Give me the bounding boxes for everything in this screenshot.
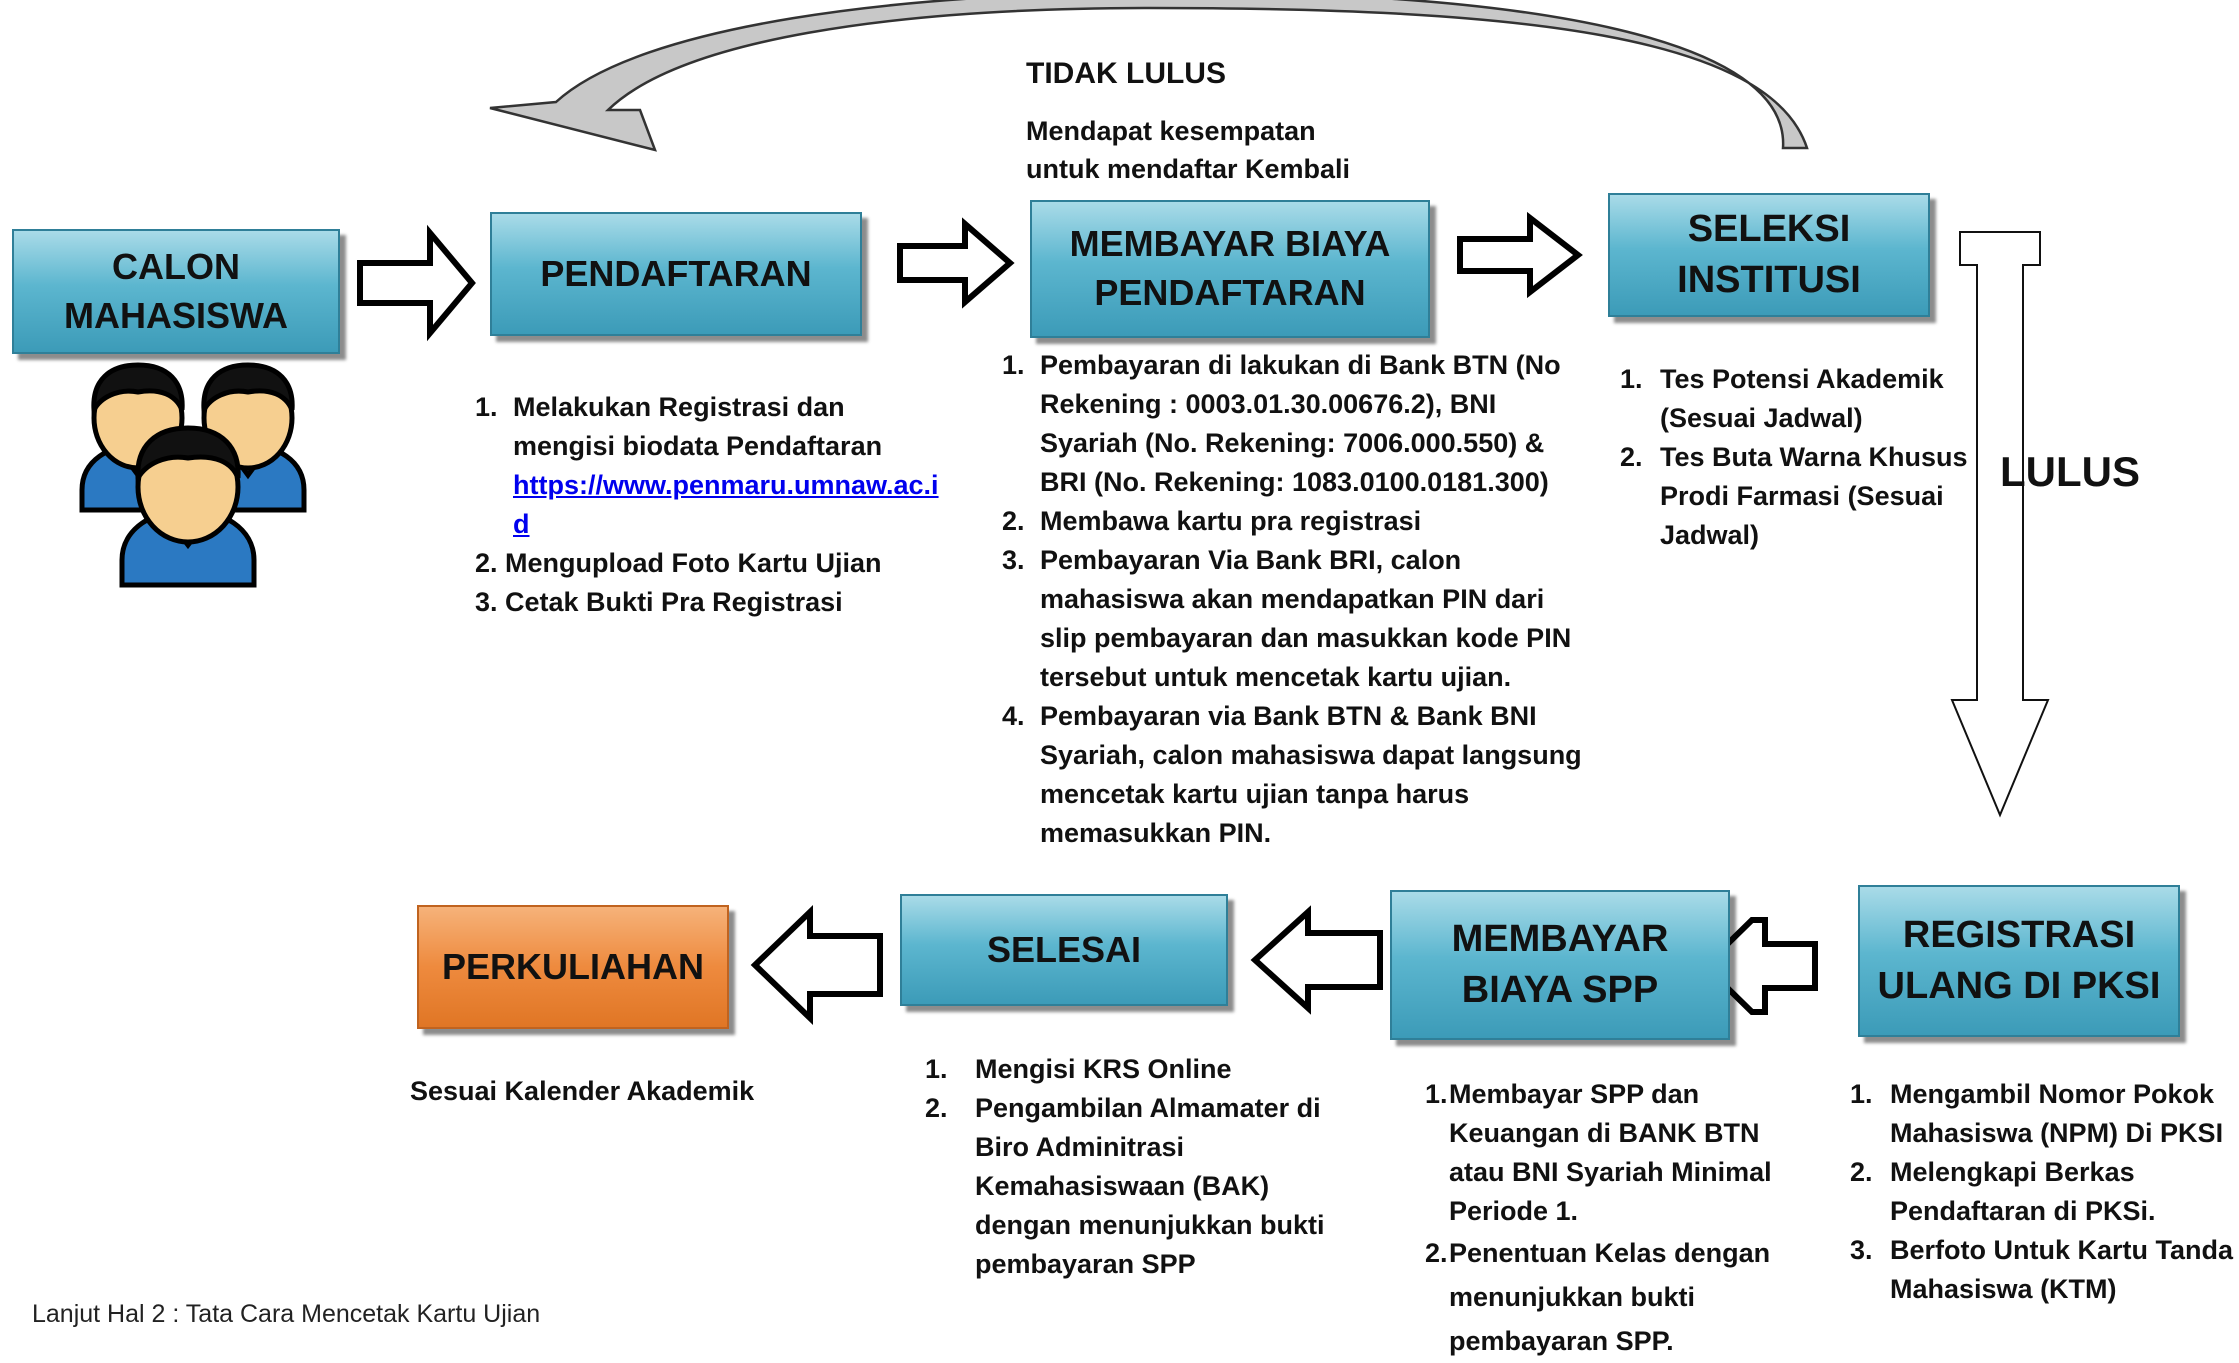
pendaftaran-step2: 2. Mengupload Foto Kartu Ujian — [475, 548, 882, 578]
box-perkuliahan: PERKULIAHAN — [417, 905, 729, 1029]
arrow-selesai-to-perkuliahan — [750, 904, 883, 1026]
box-membayar-biaya-spp: MEMBAYAR BIAYA SPP — [1390, 890, 1730, 1040]
registrasi-step: 1.Mengambil Nomor Pokok Mahasiswa (NPM) … — [1850, 1079, 2224, 1148]
box-membayar-biaya-pendaftaran: MEMBAYAR BIAYA PENDAFTARAN — [1030, 200, 1430, 338]
selesai-step: 1.Mengisi KRS Online — [925, 1054, 1232, 1084]
tidak-lulus-title: TIDAK LULUS — [1026, 57, 1226, 90]
seleksi-steps: 1.Tes Potensi Akademik (Sesuai Jadwal) 2… — [1620, 360, 1975, 555]
lulus-label: LULUS — [2000, 448, 2140, 495]
arrow-membayar-to-seleksi — [1457, 211, 1583, 299]
registrasi-steps: 1.Mengambil Nomor Pokok Mahasiswa (NPM) … — [1850, 1075, 2235, 1309]
biaya-step: 4.Pembayaran via Bank BTN & Bank BNI Sya… — [1002, 701, 1582, 848]
box-calon-mahasiswa: CALON MAHASISWA — [12, 229, 340, 354]
biaya-step: 2.Membawa kartu pra registrasi — [1002, 506, 1422, 536]
arrow-pendaftaran-to-membayar — [897, 217, 1015, 309]
seleksi-step: 2.Tes Buta Warna Khusus Prodi Farmasi (S… — [1620, 442, 1968, 550]
pendaftaran-step1-text: Melakukan Registrasi dan mengisi biodata… — [513, 392, 883, 461]
pendaftaran-steps: 1. Melakukan Registrasi dan mengisi biod… — [475, 388, 945, 622]
tidak-lulus-line2: untuk mendaftar Kembali — [1026, 154, 1351, 184]
box-seleksi-institusi: SELEKSI INSTITUSI — [1608, 193, 1930, 317]
registration-link[interactable]: https://www.penmaru.umnaw.ac.id — [513, 470, 939, 539]
box-pendaftaran: PENDAFTARAN — [490, 212, 862, 336]
spp-steps: 1.Membayar SPP dan Keuangan di BANK BTN … — [1425, 1075, 1805, 1363]
biaya-steps: 1.Pembayaran di lakukan di Bank BTN (No … — [1002, 346, 1592, 853]
pendaftaran-step1-num: 1. — [475, 392, 498, 422]
box-registrasi-ulang: REGISTRASI ULANG DI PKSI — [1858, 885, 2180, 1037]
registrasi-step: 3.Berfoto Untuk Kartu Tanda Mahasiswa (K… — [1850, 1235, 2233, 1304]
selesai-steps: 1.Mengisi KRS Online 2.Pengambilan Almam… — [925, 1050, 1350, 1284]
students-icon — [79, 362, 307, 588]
selesai-step: 2.Pengambilan Almamater di Biro Adminitr… — [925, 1093, 1325, 1279]
tidak-lulus-line1: Mendapat kesempatan — [1026, 116, 1316, 146]
spp-step: 1.Membayar SPP dan Keuangan di BANK BTN … — [1425, 1079, 1772, 1226]
registrasi-step: 2.Melengkapi Berkas Pendaftaran di PKSi. — [1850, 1157, 2156, 1226]
lulus-down-arrow — [1950, 231, 2050, 818]
arrow-calon-to-pendaftaran — [357, 224, 476, 342]
perkuliahan-note: Sesuai Kalender Akademik — [410, 1076, 755, 1106]
footer-note: Lanjut Hal 2 : Tata Cara Mencetak Kartu … — [32, 1300, 541, 1328]
spp-step: 2.Penentuan Kelas dengan menunjukkan buk… — [1425, 1238, 1771, 1356]
seleksi-step: 1.Tes Potensi Akademik (Sesuai Jadwal) — [1620, 364, 1944, 433]
box-selesai: SELESAI — [900, 894, 1228, 1006]
pendaftaran-step3: 3. Cetak Bukti Pra Registrasi — [475, 587, 843, 617]
biaya-step: 1.Pembayaran di lakukan di Bank BTN (No … — [1002, 350, 1561, 497]
tidak-lulus-loop-arrow — [489, 0, 1809, 152]
biaya-step: 3.Pembayaran Via Bank BRI, calon mahasis… — [1002, 545, 1572, 692]
arrow-spp-to-selesai — [1250, 905, 1383, 1015]
